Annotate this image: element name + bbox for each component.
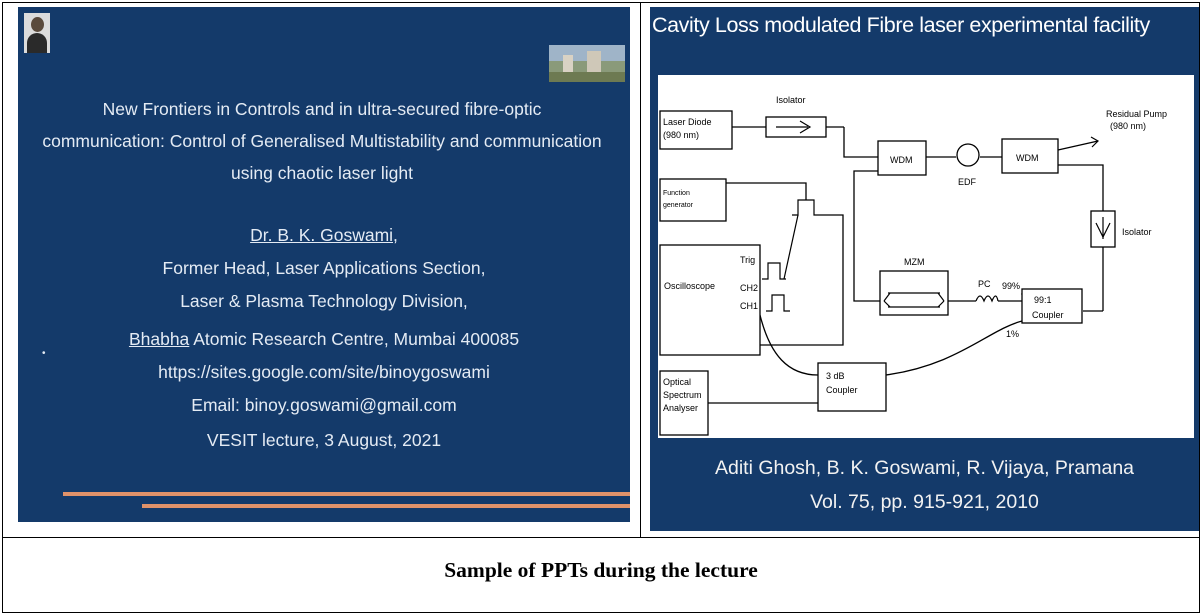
institute-first-word: Bhabha	[128, 329, 190, 349]
wdm-left-box	[877, 140, 927, 176]
label-ch2: CH2	[740, 283, 758, 293]
label-wdm-left: WDM	[890, 155, 913, 165]
lecture-date: VESIT lecture, 3 August, 2021	[206, 430, 442, 450]
function-generator-box	[659, 178, 727, 222]
edf-coil	[956, 143, 980, 167]
column-divider	[640, 2, 641, 538]
accent-bar-top	[63, 492, 630, 496]
label-pc: PC	[978, 279, 991, 289]
label-function-gen-2: generator	[663, 202, 694, 209]
label-1-percent: 1%	[1006, 329, 1019, 339]
oscilloscope-box	[659, 244, 761, 356]
label-function-gen-1: Function	[663, 190, 690, 197]
bullet-mark: •	[42, 348, 46, 359]
label-residual-pump-2: (980 nm)	[1110, 121, 1146, 131]
author-position: Former Head, Laser Applications Section,	[162, 258, 486, 278]
facility-photo	[549, 45, 625, 82]
label-trig: Trig	[740, 255, 755, 265]
fibre-laser-schematic: Isolator Laser Diode (980 nm) Function g…	[658, 75, 1194, 438]
reference-line-1: Aditi Ghosh, B. K. Goswami, R. Vijaya, P…	[714, 457, 1135, 479]
author-name: Dr. B. K. Goswami,	[28, 225, 620, 246]
institute-rest: Atomic Research Centre, Mumbai 400085	[189, 329, 520, 349]
slide-title: New Frontiers in Controls and in ultra-s…	[42, 99, 602, 183]
reference-line-2: Vol. 75, pp. 915-921, 2010	[810, 491, 1039, 513]
author-division: Laser & Plasma Technology Division,	[180, 291, 468, 311]
label-99-percent: 99%	[1002, 281, 1020, 291]
row-divider	[2, 537, 1200, 538]
slide-title-page: New Frontiers in Controls and in ultra-s…	[18, 7, 630, 522]
label-edf: EDF	[958, 177, 977, 187]
label-isolator-right: Isolator	[1122, 227, 1152, 237]
label-3db-1: 3 dB	[826, 371, 845, 381]
label-wdm-right: WDM	[1016, 153, 1039, 163]
author-website: https://sites.google.com/site/binoygoswa…	[158, 362, 490, 382]
label-3db-2: Coupler	[826, 385, 858, 395]
wdm-right-box	[1001, 138, 1059, 174]
label-laser-diode-1: Laser Diode	[663, 117, 712, 127]
label-osa-2: Spectrum	[663, 390, 702, 400]
table-caption: Sample of PPTs during the lecture	[444, 558, 758, 582]
label-osa-3: Analyser	[663, 403, 698, 413]
label-isolator-top: Isolator	[776, 95, 806, 105]
portrait-photo	[24, 13, 50, 53]
label-ch1: CH1	[740, 301, 758, 311]
label-coupler-ratio: 99:1	[1034, 295, 1052, 305]
label-osa-1: Optical	[663, 377, 691, 387]
label-laser-diode-2: (980 nm)	[663, 130, 699, 140]
slide2-title: Cavity Loss modulated Fibre laser experi…	[652, 13, 1150, 37]
osa-box	[659, 370, 709, 436]
laser-diode-box	[659, 110, 733, 150]
label-residual-pump-1: Residual Pump	[1106, 109, 1167, 119]
accent-bar-bottom	[142, 504, 630, 508]
author-email: Email: binoy.goswami@gmail.com	[191, 395, 457, 415]
coupler-box	[1021, 288, 1083, 324]
label-coupler: Coupler	[1032, 310, 1064, 320]
author-institute: Bhabha Atomic Research Centre, Mumbai 40…	[28, 329, 620, 350]
author-text: Dr. B. K. Goswami,	[250, 225, 398, 245]
label-oscilloscope: Oscilloscope	[664, 281, 715, 291]
slide-experimental-setup: Cavity Loss modulated Fibre laser experi…	[650, 7, 1199, 531]
coupler-3db-box	[817, 362, 887, 412]
label-mzm: MZM	[904, 257, 925, 267]
